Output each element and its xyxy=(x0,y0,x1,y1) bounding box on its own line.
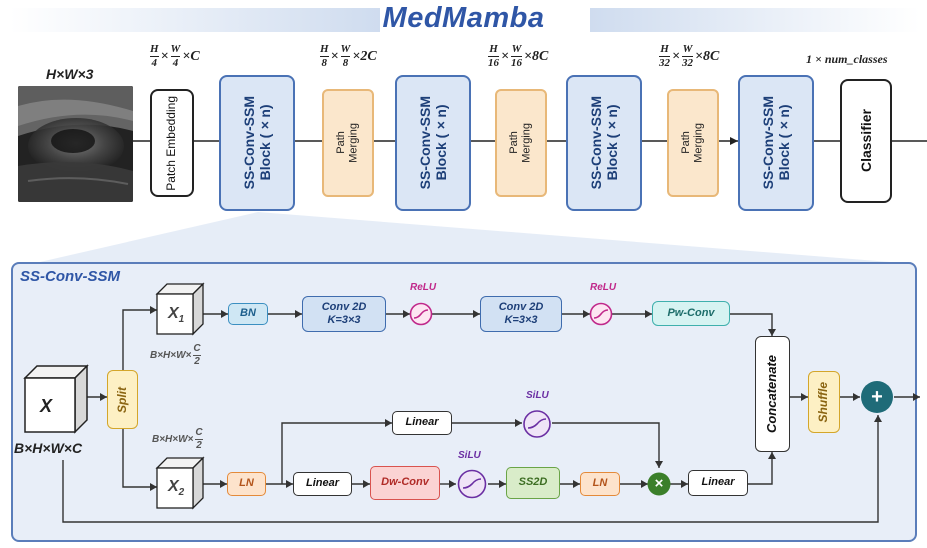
linear-box-out: Linear xyxy=(688,470,748,496)
silu-label-mid: SiLU xyxy=(458,450,481,461)
classifier-box: Classifier xyxy=(840,79,892,203)
add-icon xyxy=(861,381,893,413)
x2-label: X2 xyxy=(168,478,185,499)
relu-icon-2 xyxy=(589,302,613,326)
pw-conv-box: Pw-Conv xyxy=(652,301,730,326)
input-dim-label: B×H×W×C xyxy=(14,440,83,456)
x2-tensor-cube xyxy=(155,456,205,510)
silu-icon-top xyxy=(523,410,551,438)
ss2d-box: SS2D xyxy=(506,467,560,499)
title-band-right xyxy=(590,8,920,32)
page-title: MedMamba xyxy=(382,2,545,34)
concatenate-box: Concatenate xyxy=(755,336,790,452)
ln-box-2: LN xyxy=(580,472,620,496)
x1-label: X1 xyxy=(168,305,185,326)
shuffle-box: Shuffle xyxy=(808,371,840,433)
bn-box: BN xyxy=(228,303,268,325)
patch-embedding-box: Patch Embedding xyxy=(150,89,194,197)
add-symbol: + xyxy=(871,386,883,408)
input-image-label: H×W×3 xyxy=(46,66,94,82)
ultrasound-image xyxy=(18,86,133,202)
silu-label-top: SiLU xyxy=(526,390,549,401)
silu-icon-mid xyxy=(457,469,487,499)
title-band-left xyxy=(10,8,380,32)
relu-label-1: ReLU xyxy=(410,282,437,293)
linear-box-mid: Linear xyxy=(293,472,352,496)
x1-tensor-cube xyxy=(155,282,205,336)
multiply-icon xyxy=(647,472,671,496)
split-box: Split xyxy=(107,370,138,429)
input-tensor-label: X xyxy=(40,396,53,416)
multiply-symbol: × xyxy=(654,475,664,492)
relu-label-2: ReLU xyxy=(590,282,617,293)
output-dim-label: 1 × num_classes xyxy=(806,52,888,66)
input-tensor-cube xyxy=(23,364,89,434)
relu-icon-1 xyxy=(409,302,433,326)
linear-box-top: Linear xyxy=(392,411,452,435)
panel-title: SS-Conv-SSM xyxy=(20,268,121,285)
ln-box-1: LN xyxy=(227,472,266,496)
dw-conv-box: Dw-Conv xyxy=(370,466,440,500)
title-bar: MedMamba xyxy=(0,0,927,38)
